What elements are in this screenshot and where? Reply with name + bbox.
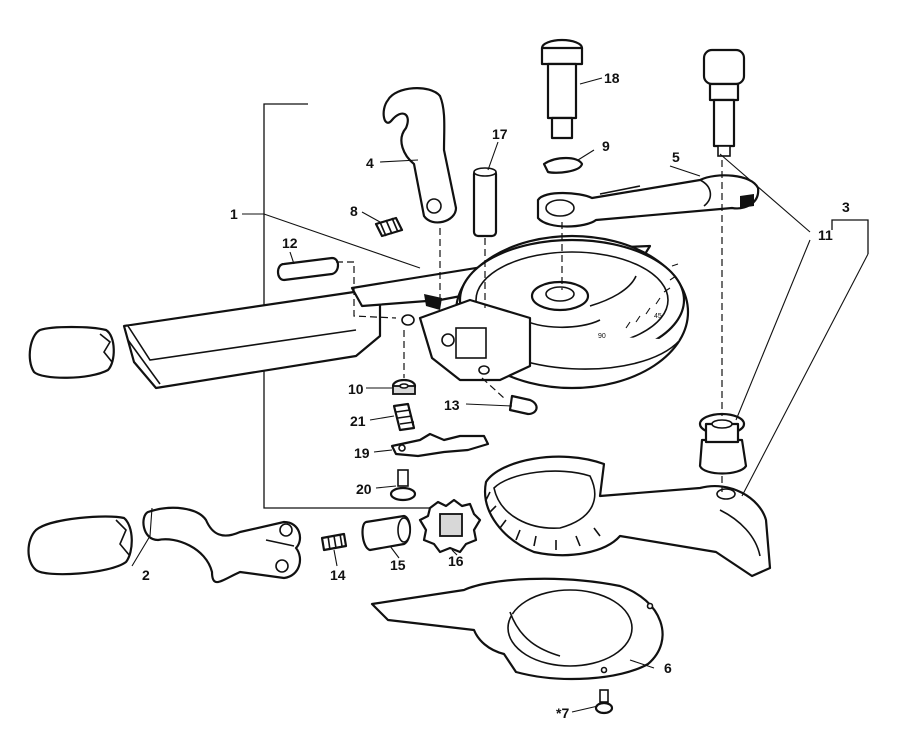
scale-mark: 90 [598, 333, 606, 340]
part-15-sleeve [361, 514, 412, 552]
part-8-spring [374, 216, 404, 238]
callout-1: 1 [230, 206, 238, 222]
part-14-spring [320, 532, 348, 552]
callout-7: *7 [556, 705, 569, 721]
callout-10: 10 [348, 381, 364, 397]
leader-lines [131, 77, 869, 713]
part-1-angle-scale: 90 45 [598, 263, 679, 340]
callout-2: 2 [142, 567, 150, 583]
part-19-latch [390, 432, 490, 458]
callout-18: 18 [604, 70, 620, 86]
part-16-pinion [418, 498, 482, 554]
callout-9: 9 [602, 138, 610, 154]
callout-17: 17 [492, 126, 508, 142]
callout-15: 15 [390, 557, 406, 573]
alignment-lines [336, 160, 723, 492]
part-1-bender-frame: 90 45 [28, 234, 690, 390]
part-13-pin [508, 394, 538, 416]
callout-21: 21 [350, 413, 366, 429]
part-12-pin [276, 256, 340, 282]
scale-mark: 45 [654, 313, 662, 320]
callout-19: 19 [354, 445, 370, 461]
part-4-hook [382, 87, 458, 224]
callout-labels: 1 2 3 4 5 6 *7 8 9 10 11 12 13 14 15 16 … [142, 70, 850, 721]
callout-5: 5 [672, 149, 680, 165]
callout-13: 13 [444, 397, 460, 413]
callout-11: 11 [818, 227, 833, 243]
part-11-pin [702, 48, 746, 157]
part-18-stepped-pin [540, 38, 584, 140]
part-20-screw [389, 469, 417, 502]
part-3-gear-arm [483, 455, 772, 578]
part-9-clip [542, 156, 584, 174]
part-21-spring [392, 402, 416, 432]
assembly-bracket-3 [831, 219, 869, 254]
part-6-base-plate [370, 577, 664, 681]
part-5-link-arm [536, 174, 760, 228]
callout-16: 16 [448, 553, 464, 569]
callout-4: 4 [366, 155, 374, 171]
callout-12: 12 [282, 235, 298, 251]
part-17-dowel [472, 167, 498, 238]
part-7-screw [594, 689, 614, 715]
callout-20: 20 [356, 481, 372, 497]
part-2-lever-handle [27, 506, 302, 584]
part-11-bushing [698, 412, 748, 475]
callout-6: 6 [664, 660, 672, 676]
callout-3: 3 [842, 199, 850, 215]
callout-8: 8 [350, 203, 358, 219]
part-10-nut [391, 378, 417, 395]
callout-14: 14 [330, 567, 346, 583]
